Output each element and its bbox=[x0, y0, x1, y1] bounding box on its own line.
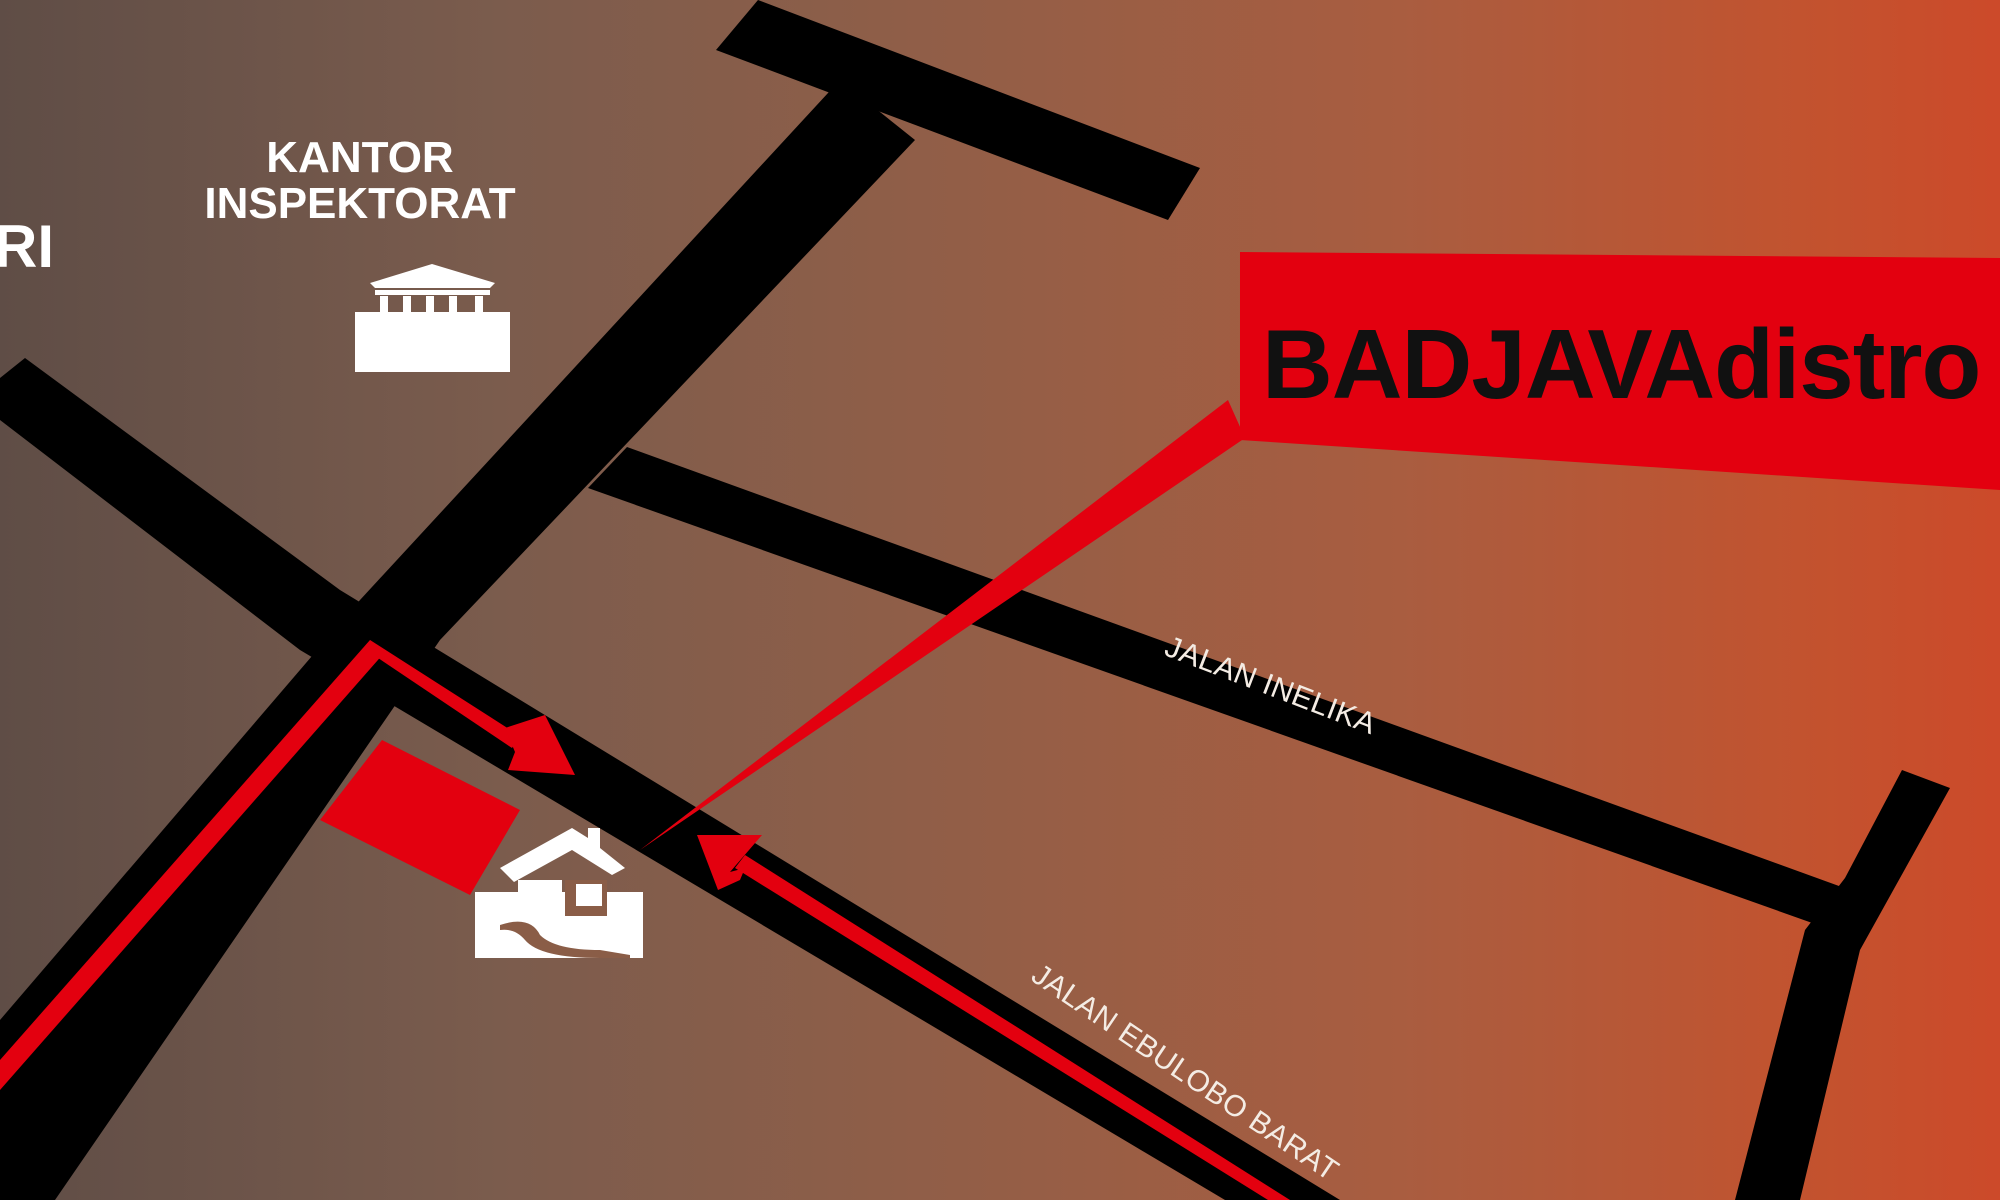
destination-block bbox=[320, 740, 520, 895]
landmark-label-line1: KANTOR bbox=[266, 133, 454, 182]
callout-box bbox=[1240, 252, 2000, 490]
route-line-left bbox=[0, 640, 385, 1090]
landmark-label-line2: INSPEKTORAT bbox=[204, 179, 516, 229]
road-inelika bbox=[588, 447, 1850, 930]
callout-pointer bbox=[640, 400, 1245, 850]
landmark-partial-label: RI bbox=[0, 213, 54, 280]
route-arrow-up bbox=[697, 835, 762, 890]
roads bbox=[0, 0, 1950, 1200]
destination-name: BADJAVAdistro bbox=[1262, 309, 1981, 419]
road-right-vertical bbox=[1735, 770, 1950, 1200]
government-building-icon bbox=[355, 264, 510, 372]
route bbox=[0, 252, 2000, 1200]
route-line-ebulobo bbox=[735, 855, 1290, 1200]
road-ebulobo-barat bbox=[0, 358, 1340, 1200]
road-top-crossbar bbox=[716, 0, 1200, 220]
route-arrow-down bbox=[505, 715, 575, 775]
road-main-diagonal bbox=[0, 80, 915, 1200]
landmark-kantor-inspektorat-label: KANTOR INSPEKTORAT bbox=[160, 133, 560, 229]
route-line-turn bbox=[370, 640, 520, 748]
house-icon bbox=[475, 828, 643, 958]
